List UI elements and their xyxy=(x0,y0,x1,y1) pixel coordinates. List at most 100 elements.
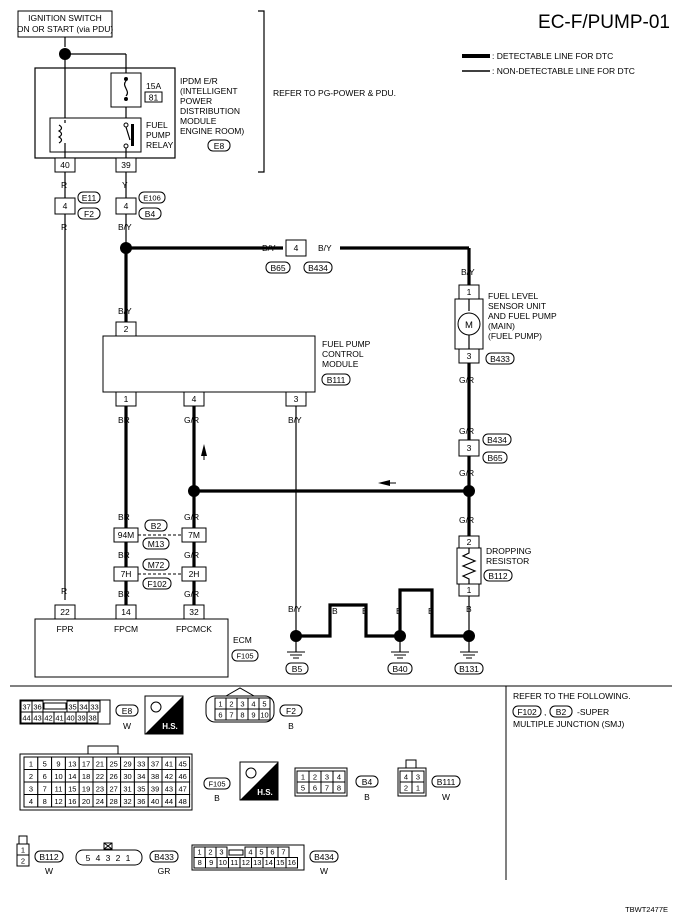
f105-cavity-25: 25 xyxy=(110,760,118,769)
svg-text:38: 38 xyxy=(88,714,96,723)
connector-b112-color: W xyxy=(45,866,53,876)
relay-label-1: FUEL xyxy=(146,120,168,130)
connector-m72-label: M72 xyxy=(148,560,165,570)
svg-text:5: 5 xyxy=(86,853,91,863)
ipdm-label-3: POWER xyxy=(180,96,212,106)
fuel-pump-label-4: (MAIN) xyxy=(488,321,515,331)
ecm-terminal-fpr: FPR xyxy=(57,624,74,634)
fuse-amperage: 15A xyxy=(146,81,161,91)
wire-color-b-4: B xyxy=(396,606,402,616)
fuse-number: 81 xyxy=(149,93,159,103)
svg-text:4: 4 xyxy=(404,773,408,782)
connector-view-b111: 4 3 2 1 xyxy=(397,759,427,797)
svg-text:8: 8 xyxy=(337,784,341,793)
connector-f105-color: B xyxy=(214,793,220,803)
svg-text:2: 2 xyxy=(229,700,233,709)
f105-cavity-18: 18 xyxy=(82,772,90,781)
ipdm-label-6: ENGINE ROOM) xyxy=(180,126,244,136)
svg-text:36: 36 xyxy=(33,703,41,712)
f105-cavity-17: 17 xyxy=(82,760,90,769)
f105-cavity-11: 11 xyxy=(55,785,63,794)
f105-cavity-31: 31 xyxy=(123,785,131,794)
f105-cavity-30: 30 xyxy=(123,772,131,781)
connector-e8-color: W xyxy=(123,721,131,731)
svg-text:2: 2 xyxy=(116,853,121,863)
refer-power-note: REFER TO PG-POWER & PDU. xyxy=(273,88,396,98)
f105-cavity-38: 38 xyxy=(151,772,159,781)
svg-text:34: 34 xyxy=(79,703,87,712)
b434-cavity-7: 7 xyxy=(281,848,285,857)
svg-text:5: 5 xyxy=(262,700,266,709)
f105-cavity-2: 2 xyxy=(29,772,33,781)
relay-label-3: RELAY xyxy=(146,140,174,150)
b434-cavity-5: 5 xyxy=(259,848,263,857)
connector-b4-color: B xyxy=(364,792,370,802)
wire-color-b-2: B xyxy=(332,606,338,616)
diagram-title: EC-F/PUMP-01 xyxy=(538,12,670,33)
b434-cavity-11: 11 xyxy=(230,858,238,867)
connector-e8-label: E8 xyxy=(214,141,225,151)
svg-text:41: 41 xyxy=(55,714,63,723)
f105-cavity-10: 10 xyxy=(54,772,62,781)
f105-cavity-46: 46 xyxy=(179,772,187,781)
connector-f102-label-1: F102 xyxy=(147,579,167,589)
wire-color-b-1: B xyxy=(466,604,472,614)
svg-text:43: 43 xyxy=(33,714,41,723)
pin-fuel-pump-3: 3 xyxy=(467,351,472,361)
fuel-pump-label-1: FUEL LEVEL xyxy=(488,291,539,301)
pin-7h: 7H xyxy=(121,569,132,579)
connector-f2-label: F2 xyxy=(84,209,94,219)
wire-color-r-1: R xyxy=(61,180,67,190)
f105-cavity-23: 23 xyxy=(96,785,104,794)
wire-color-gr-6: G/R xyxy=(184,512,199,522)
pin-ecm-14: 14 xyxy=(121,607,131,617)
svg-text:3: 3 xyxy=(240,700,244,709)
f105-cavity-47: 47 xyxy=(179,785,187,794)
connector-view-f2: 1 2 3 4 5 6 7 8 9 10 xyxy=(205,687,275,723)
f105-cavity-27: 27 xyxy=(110,785,118,794)
f105-cavity-19: 19 xyxy=(82,785,90,794)
svg-text:35: 35 xyxy=(68,703,76,712)
pin-2h: 2H xyxy=(189,569,200,579)
svg-text:40: 40 xyxy=(66,714,74,723)
svg-text:2: 2 xyxy=(21,857,25,866)
refer-smj-line-3: MULTIPLE JUNCTION (SMJ) xyxy=(513,719,624,729)
ground-b40-label: B40 xyxy=(392,664,407,674)
connector-view-b4: 1 2 3 4 5 6 7 8 xyxy=(294,767,348,797)
connector-b2-label-2: B2 xyxy=(556,707,567,717)
f105-cavity-42: 42 xyxy=(165,772,173,781)
f105-cavity-15: 15 xyxy=(68,785,76,794)
resistor-label-1: DROPPING xyxy=(486,546,531,556)
connector-view-e8: 37 36 35 34 33 44 43 42 41 40 39 38 xyxy=(19,699,111,725)
wire-color-br-2: BR xyxy=(118,512,130,522)
pin-39: 39 xyxy=(121,160,131,170)
connector-e11-label: E11 xyxy=(82,193,97,203)
connector-b434-label-1: B434 xyxy=(308,263,328,273)
connector-b433-label-1: B433 xyxy=(490,354,510,364)
fuel-pump-label-2: SENSOR UNIT xyxy=(488,301,546,311)
svg-text:H.S.: H.S. xyxy=(162,722,178,731)
resistor-label-2: RESISTOR xyxy=(486,556,529,566)
f105-cavity-28: 28 xyxy=(110,797,118,806)
f105-cavity-21: 21 xyxy=(96,760,104,769)
b434-cavity-12: 12 xyxy=(242,858,250,867)
f105-cavity-26: 26 xyxy=(110,772,118,781)
b434-cavity-10: 10 xyxy=(219,858,227,867)
f105-cavity-1: 1 xyxy=(29,760,33,769)
pin-ecm-32: 32 xyxy=(189,607,199,617)
ecm-terminal-fpcmck: FPCMCK xyxy=(176,624,212,634)
connector-b111-view-label: B111 xyxy=(437,777,456,787)
wire-color-gr-8: G/R xyxy=(184,589,199,599)
wire-color-by-1: B/Y xyxy=(118,222,132,232)
f105-cavity-12: 12 xyxy=(54,797,62,806)
connector-f105-view-label: F105 xyxy=(208,780,225,789)
svg-text:3: 3 xyxy=(416,773,420,782)
wire-color-br-3: BR xyxy=(118,550,130,560)
wire-color-gr-5: G/R xyxy=(184,415,199,425)
svg-text:5: 5 xyxy=(301,784,305,793)
b434-cavity-15: 15 xyxy=(276,858,284,867)
fpcm-label-3: MODULE xyxy=(322,359,359,369)
pin-e11-4: 4 xyxy=(63,201,68,211)
hs-badge-2: H.S. xyxy=(239,761,279,801)
